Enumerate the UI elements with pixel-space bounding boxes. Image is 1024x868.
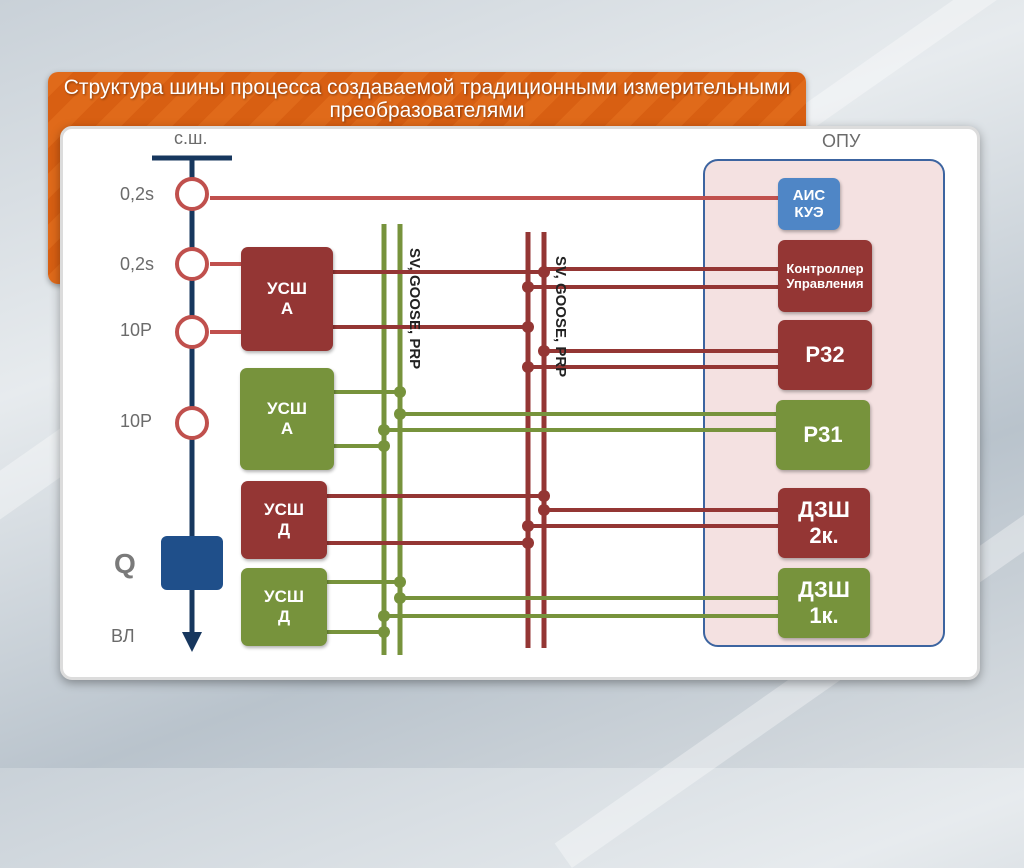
usb-unit-d-red: УСШ Д: [241, 481, 327, 559]
usb-unit-a-green: УСШ А: [240, 368, 334, 470]
ct-ring-3: [175, 315, 209, 349]
busbar-label: с.ш.: [174, 128, 208, 148]
ais-kue-line1: АИС: [792, 187, 826, 204]
usb-unit-name: УСШ: [267, 399, 307, 418]
ct-ring-4: [175, 406, 209, 440]
ct3-label: 10Р: [120, 320, 153, 340]
controller-line2: Управления: [786, 276, 864, 291]
ct2-label: 0,2s: [120, 254, 155, 274]
r32-label: Р32: [805, 342, 845, 367]
usb-unit-name: УСШ: [264, 587, 304, 606]
dzsh2-line2: 2к.: [809, 523, 839, 548]
usb-unit-a-red: УСШ А: [241, 247, 333, 351]
red-bus-label: SV, GOOSE, PRP: [552, 256, 569, 378]
ct1-label: 0,2s: [120, 184, 155, 204]
r32-device: Р32: [778, 320, 872, 390]
controller-line1: Контроллер: [786, 261, 864, 276]
usb-unit-name: УСШ: [267, 279, 307, 298]
ais-kue-line2: КУЭ: [794, 204, 824, 221]
controller-device: Контроллер Управления: [778, 240, 872, 312]
r31-label: Р31: [803, 422, 843, 447]
line-arrow: [182, 632, 202, 652]
line-label: ВЛ: [111, 626, 135, 646]
breaker-label: Q: [114, 548, 136, 579]
ct-ring-2: [175, 247, 209, 281]
dzsh1-line1: ДЗШ: [798, 577, 850, 602]
ct4-label: 10Р: [120, 411, 153, 431]
breaker-q: [161, 536, 223, 590]
usb-unit-d-green: УСШ Д: [241, 568, 327, 646]
ct-ring-1: [175, 177, 209, 211]
dzsh2-line1: ДЗШ: [798, 497, 850, 522]
page-title: Структура шины процесса создаваемой трад…: [63, 76, 791, 122]
dzsh1-line2: 1к.: [809, 603, 839, 628]
usb-unit-type: Д: [277, 520, 291, 539]
usb-unit-type: Д: [277, 607, 291, 626]
green-bus-label: SV, GOOSE, PRP: [406, 248, 423, 370]
usb-unit-name: УСШ: [264, 500, 304, 519]
usb-unit-type: А: [280, 299, 294, 318]
opu-label: ОПУ: [822, 131, 861, 151]
usb-unit-type: А: [280, 419, 294, 438]
dzsh2-device: ДЗШ 2к.: [778, 488, 870, 558]
r31-device: Р31: [776, 400, 870, 470]
dzsh1-device: ДЗШ 1к.: [778, 568, 870, 638]
ais-kue-device: АИС КУЭ: [778, 178, 840, 230]
